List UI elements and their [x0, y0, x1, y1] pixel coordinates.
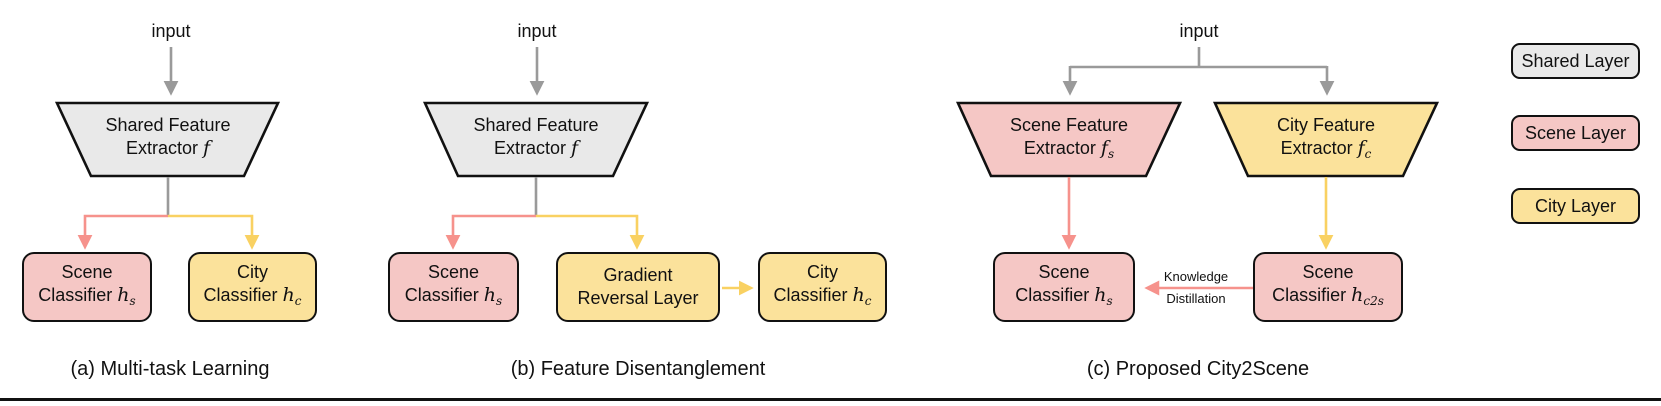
- node-label-text: Classifier: [1272, 285, 1347, 305]
- math-subscript: s: [129, 294, 136, 308]
- scene-classifier-box-c: Scene Classifier hs: [993, 252, 1135, 322]
- legend-label: Shared Layer: [1521, 50, 1630, 71]
- math-symbol: h: [117, 284, 130, 306]
- math-symbol: h: [852, 284, 865, 306]
- shared-extractor-trapezoid-a: [54, 101, 281, 178]
- caption-c: (c) Proposed City2Scene: [1086, 358, 1310, 380]
- math-subscript: c: [864, 294, 872, 308]
- node-label-text: Classifier: [404, 285, 479, 305]
- caption-a: (a) Multi-task Learning: [70, 358, 270, 380]
- node-label-line2: Classifier hc: [203, 284, 301, 313]
- city-extractor-trapezoid-c: [1212, 101, 1440, 178]
- knowledge-distillation-label-line1: Knowledge: [1163, 269, 1229, 284]
- input-label-a: input: [151, 21, 191, 41]
- shared-extractor-label-a: Shared Feature Extractor f: [57, 114, 279, 166]
- node-label-line2: Classifier hs: [405, 284, 502, 313]
- node-label-line1: Gradient: [603, 265, 673, 285]
- input-label-c: input: [1179, 21, 1219, 41]
- node-label-text: Classifier: [1015, 285, 1090, 305]
- scene-branch-arrow-b: [445, 214, 536, 250]
- shared-extractor-label-b: Shared Feature Extractor f: [425, 114, 647, 166]
- city-classifier-box-b: City Classifier hc: [758, 252, 887, 322]
- math-symbol: f: [203, 137, 211, 159]
- scene-extractor-trapezoid-c: [955, 101, 1183, 178]
- math-subscript: c: [1364, 147, 1372, 161]
- city-classifier-box-a: City Classifier hc: [188, 252, 317, 322]
- extractor-label-line2: Extractor: [1280, 138, 1353, 158]
- node-label-line2: Classifier hc: [773, 284, 871, 313]
- legend-box-shared-layer: Shared Layer: [1511, 43, 1640, 79]
- math-symbol: h: [282, 284, 295, 306]
- extractor-label-line2: Extractor: [493, 138, 566, 158]
- city2scene-classifier-box-c: Scene Classifier hc2s: [1253, 252, 1403, 322]
- node-label-line1: Scene: [427, 262, 480, 282]
- grl-branch-arrow-b: [536, 214, 645, 250]
- extractor-label-line1: Scene Feature: [1009, 115, 1129, 135]
- math-subscript: s: [1106, 294, 1113, 308]
- caption-b: (b) Feature Disentanglement: [510, 358, 766, 380]
- node-label-line1: City: [237, 262, 268, 282]
- node-label-text: Classifier: [203, 285, 278, 305]
- node-label-line2: Classifier hs: [1015, 284, 1112, 313]
- math-subscript: s: [496, 294, 503, 308]
- legend-label: City Layer: [1534, 195, 1617, 216]
- math-subscript: s: [1107, 147, 1115, 161]
- input-label-b: input: [517, 21, 557, 41]
- legend-box-city-layer: City Layer: [1511, 188, 1640, 224]
- legend-box-scene-layer: Scene Layer: [1511, 115, 1640, 151]
- scene-extractor-label-c: Scene Feature Extractor fs: [958, 114, 1180, 166]
- extractor-label-line1: City Feature: [1276, 115, 1376, 135]
- math-symbol: h: [483, 284, 497, 306]
- node-label-line2: Reversal Layer: [577, 288, 699, 308]
- math-subscript: c: [294, 294, 302, 308]
- extractor-label-line1: Shared Feature: [105, 115, 231, 135]
- legend-label: Scene Layer: [1524, 122, 1627, 143]
- math-symbol: f: [1357, 137, 1365, 159]
- extractor-label-line1: Shared Feature: [473, 115, 599, 135]
- node-label-line1: City: [807, 262, 838, 282]
- scene-classifier-box-b: Scene Classifier hs: [388, 252, 519, 322]
- shared-extractor-trapezoid-b: [422, 101, 650, 178]
- node-label-text: Classifier: [38, 285, 113, 305]
- math-symbol: f: [571, 137, 579, 159]
- city-branch-arrow-a: [168, 214, 260, 250]
- city-extractor-label-c: City Feature Extractor fc: [1215, 114, 1437, 166]
- scene-branch-arrow-a: [77, 214, 168, 250]
- extractor-label-line2: Extractor: [125, 138, 198, 158]
- node-label-line1: Scene: [1302, 262, 1354, 282]
- knowledge-distillation-label-line2: Distillation: [1166, 291, 1226, 306]
- node-label-line1: Scene: [1038, 262, 1090, 282]
- gradient-reversal-layer-box-b: Gradient Reversal Layer: [556, 252, 720, 322]
- node-label-line2: Classifier hc2s: [1272, 284, 1384, 313]
- scene-classifier-box-a: Scene Classifier hs: [22, 252, 152, 322]
- math-symbol: h: [1094, 284, 1107, 306]
- math-symbol: f: [1100, 137, 1108, 159]
- node-label-line1: Scene: [61, 262, 113, 282]
- node-label-text: Classifier: [773, 285, 848, 305]
- node-label-line2: Classifier hs: [38, 284, 135, 313]
- figure-bottom-rule: [0, 398, 1661, 401]
- math-symbol: h: [1351, 284, 1364, 306]
- extractor-label-line2: Extractor: [1023, 138, 1096, 158]
- math-subscript: c2s: [1363, 294, 1384, 308]
